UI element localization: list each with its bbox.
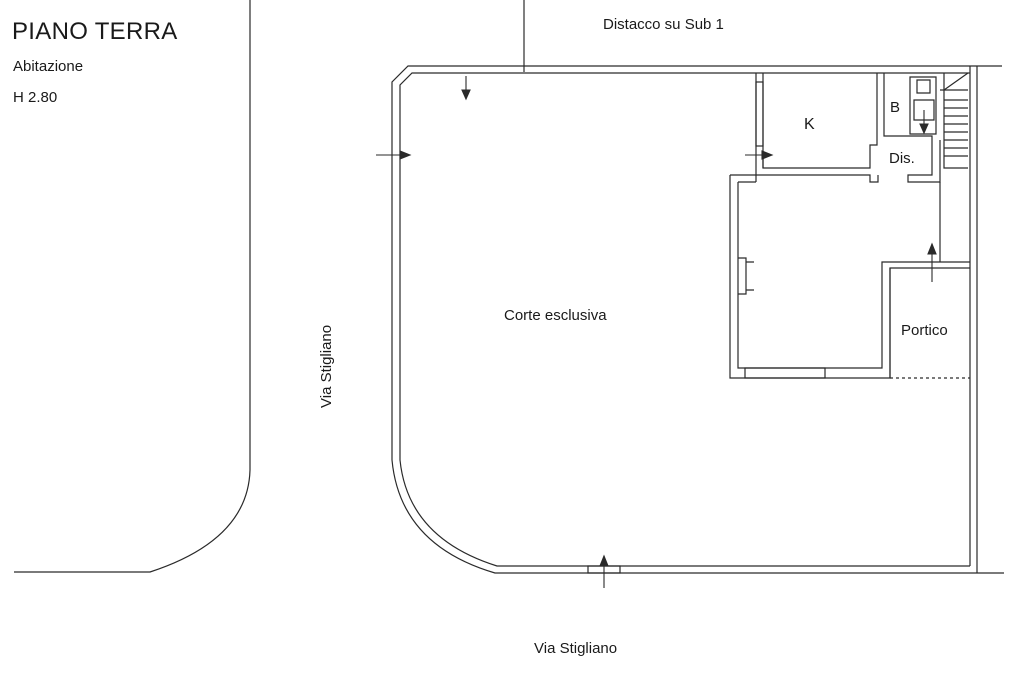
stair-steps — [944, 99, 968, 157]
stair-landing-line — [943, 72, 969, 91]
arrow-up-portico — [927, 242, 937, 255]
arrow-right-kitchen — [761, 150, 774, 160]
bathroom-walls — [883, 73, 941, 183]
street-label-bottom: Via Stigliano — [534, 640, 618, 657]
kitchen-door — [755, 158, 764, 182]
kitchen-walls — [755, 73, 879, 183]
arrow-down-top — [461, 89, 471, 101]
room-label-porch: Portico — [901, 322, 948, 339]
arrow-up-gate — [599, 554, 609, 567]
street-block-outline — [14, 0, 251, 573]
street-label-left: Via Stigliano — [318, 324, 335, 408]
room-label-bathroom: B — [890, 99, 901, 116]
house-outer-wall — [729, 175, 970, 379]
side-door — [738, 257, 754, 295]
kitchen-window — [755, 81, 764, 147]
plan-title: PIANO TERRA — [12, 18, 178, 45]
shower-fixture — [913, 99, 935, 121]
wc-fixture — [916, 79, 931, 94]
room-label-courtyard: Corte esclusiva — [504, 307, 607, 324]
courtyard-outer-wall — [391, 65, 1004, 574]
front-window — [744, 367, 826, 379]
room-label-disimpegno: Dis. — [889, 150, 915, 167]
top-boundary-label: Distacco su Sub 1 — [603, 16, 724, 33]
stair-outline — [940, 73, 968, 169]
house-inner-wall — [737, 182, 970, 369]
access-arrows — [376, 76, 937, 588]
room-label-kitchen: K — [804, 116, 815, 133]
courtyard-inner-wall — [399, 72, 970, 567]
arrow-down-bath — [919, 123, 929, 135]
plan-subtitle: Abitazione — [13, 58, 84, 75]
bathroom-fixture — [909, 76, 937, 135]
ceiling-height-label: H 2.80 — [13, 89, 58, 106]
house-top-wall — [730, 174, 756, 183]
arrow-right-left — [399, 150, 412, 160]
